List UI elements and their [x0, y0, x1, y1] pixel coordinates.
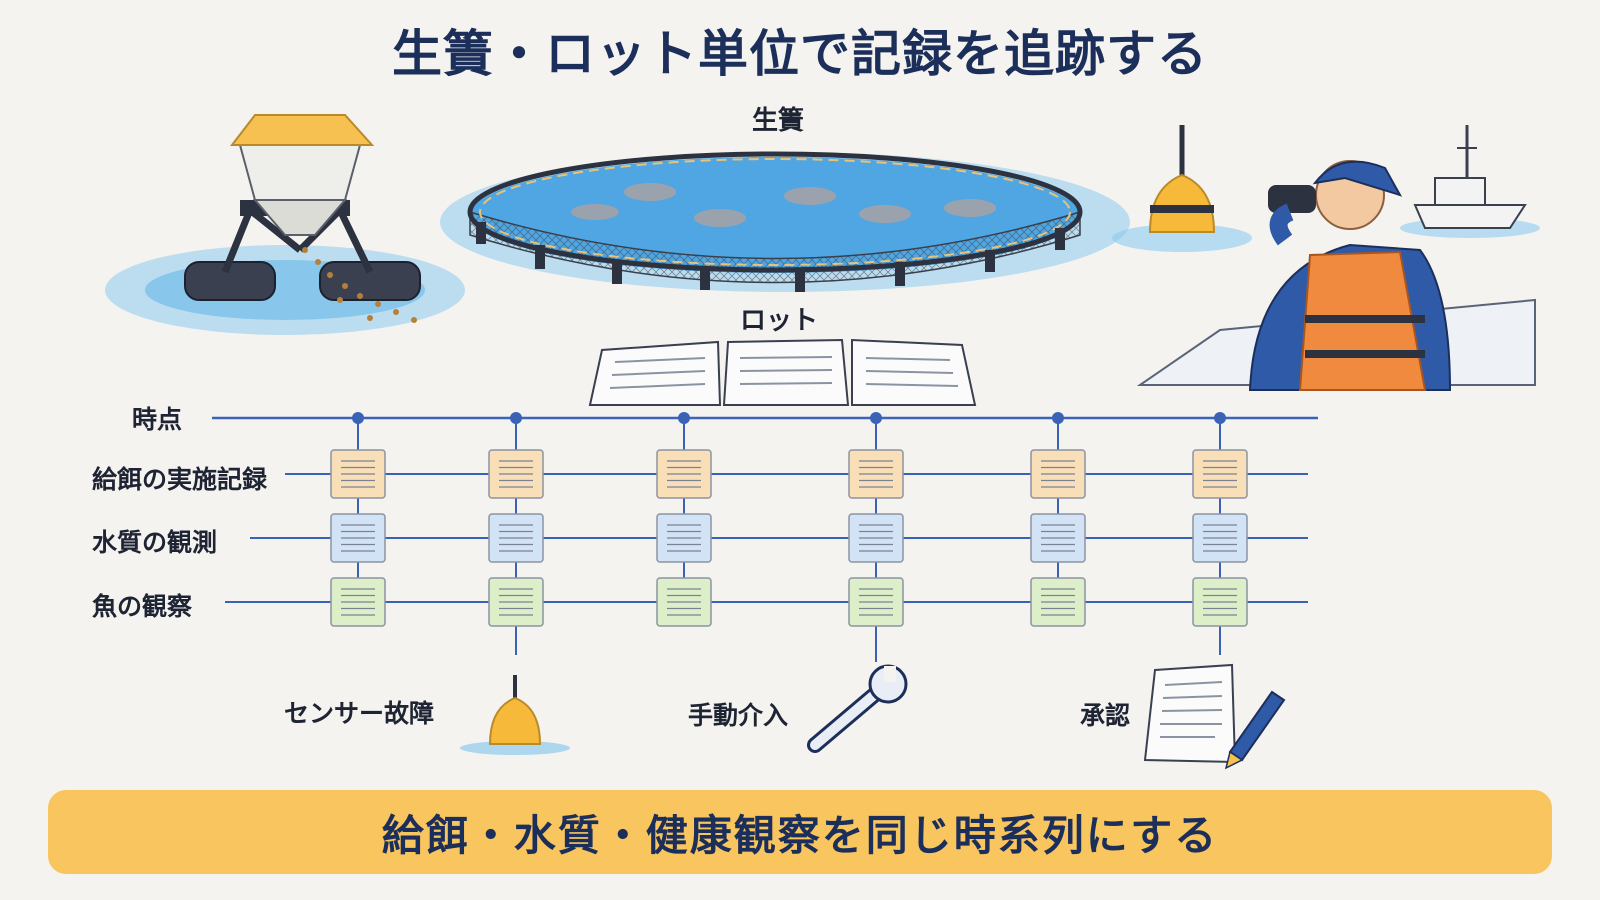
- feeding-row-label: 給餌の実施記録: [92, 465, 268, 494]
- buoy-sensor-icon: [460, 675, 570, 755]
- lot-documents-icon: [588, 338, 977, 406]
- time-point-marker: [678, 412, 690, 424]
- summary-banner: 給餌・水質・健康観察を同じ時系列にする: [48, 790, 1552, 874]
- fish-row-label: 魚の観察: [92, 592, 193, 621]
- time-point-marker: [510, 412, 522, 424]
- pen-label: 生簀: [752, 106, 805, 136]
- time-point-marker: [1214, 412, 1226, 424]
- manual-intervention-label: 手動介入: [688, 701, 789, 730]
- feeder-icon: [105, 114, 465, 335]
- time-point-marker: [870, 412, 882, 424]
- lot-label: ロット: [740, 306, 819, 336]
- fish-pen-icon: [440, 151, 1130, 292]
- time-point-marker: [1052, 412, 1064, 424]
- document-pen-icon: [1143, 663, 1286, 770]
- buoy-sensor-icon: [1112, 125, 1252, 252]
- approval-label: 承認: [1080, 701, 1131, 730]
- sensor-failure-label: センサー故障: [284, 699, 435, 728]
- page-title: 生簀・ロット単位で記録を追跡する: [392, 25, 1208, 83]
- water-row-label: 水質の観測: [92, 528, 218, 557]
- wrench-icon: [807, 664, 908, 753]
- time-point-marker: [352, 412, 364, 424]
- time-label: 時点: [132, 405, 183, 434]
- timeline-grid: [212, 412, 1318, 662]
- boat-icon: [1400, 125, 1540, 238]
- observer-person-icon: [1136, 160, 1536, 391]
